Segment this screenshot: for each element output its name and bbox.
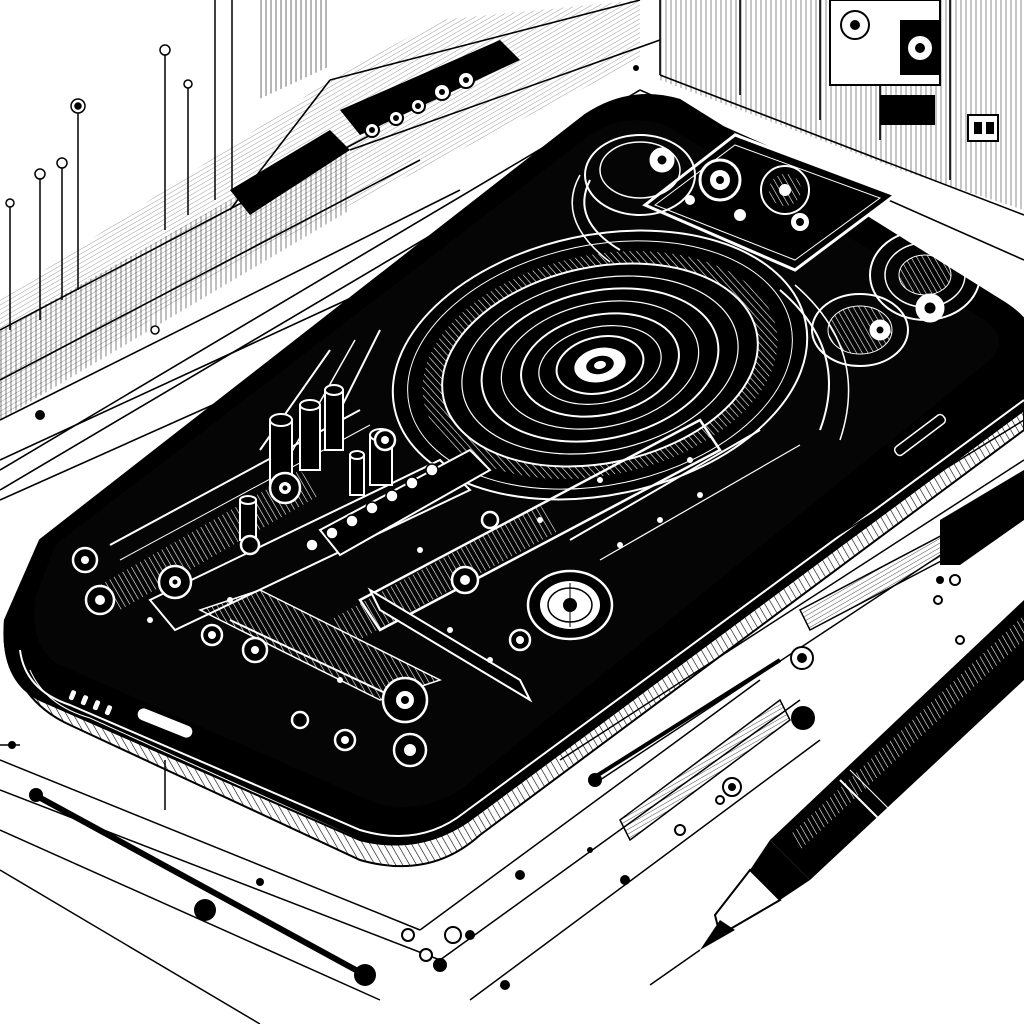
side-button [893,413,947,457]
pad-row [305,463,439,552]
screen-dots [147,457,703,683]
screen-dial [526,569,614,641]
smartphone [3,94,1024,868]
stylus-pen [649,600,1024,986]
foreground-traces [0,658,821,1024]
speaker-grille [68,690,113,716]
circuit-rails [100,329,801,703]
background-circuitry-right [633,0,1024,216]
foreground-nodes [8,574,965,990]
desk-right-lines [559,389,1024,842]
swirl-decoration [571,134,696,263]
screen-components [71,428,532,768]
probe-pins [5,0,233,330]
background-components [35,0,520,420]
background-circuitry-left [0,0,661,501]
large-concentric-circle [391,229,809,501]
charging-port [135,706,195,740]
right-rings [779,229,981,441]
camera-module [642,133,899,272]
